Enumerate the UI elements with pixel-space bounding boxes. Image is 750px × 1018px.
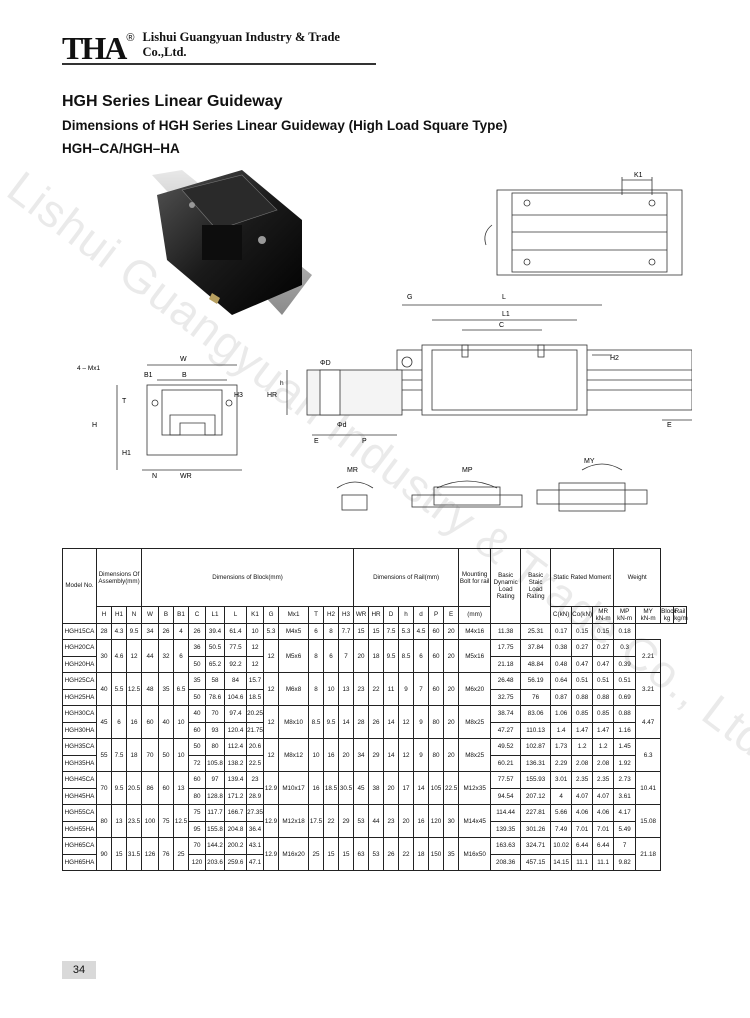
th-b1: B1 [173,606,190,624]
h1-label: H1 [122,450,131,457]
th-b: B [158,606,175,624]
th-c: C [188,606,207,624]
th-mx1: Mx1 [278,606,310,624]
col-weight: Weight [613,548,662,607]
company-logo: THA [62,30,127,66]
top-view-drawing [484,177,683,276]
col-dynamic: Basic Dynamic Load Rating [490,548,522,624]
th-c-kn: C(kN) [550,606,573,624]
product-photo [152,170,312,315]
phi-d-large-label: ΦD [320,360,331,367]
b-label: B [182,372,187,379]
header: THA ® Lishui Guangyuan Industry & Trade … [62,30,378,66]
wr-label: WR [180,473,192,480]
th-h2: H2 [323,606,340,624]
col-moment: Static Rated Moment [550,548,615,607]
moment-diagrams [336,463,648,512]
th-hr: HR [368,606,385,624]
k1-label: K1 [634,172,643,179]
registered-mark: ® [126,32,135,44]
h2-label: H2 [610,355,619,362]
th-h: H [96,606,112,624]
w-label: W [180,356,187,363]
phi-d-small-label: Φd [337,422,347,429]
h-label: H [92,422,97,429]
th-g: G [263,606,280,624]
mr-label: MR [347,467,358,474]
th-d-small: d [413,606,430,624]
col-rail: Dimensions of Rail(mm) [353,548,460,607]
col-static: Basic Staic Load Rating [520,548,552,624]
dimensions-table: Model No. Dimensions Of Assembly(mm) Dim… [62,548,688,871]
h-small-label: h [280,380,284,387]
technical-drawings: K1 G L L1 C H2 E W B1 B 4 – Mx1 T H3 H H… [77,170,692,512]
l1-label: L1 [502,311,510,318]
h3-label: H3 [234,392,243,399]
side-view-drawing [396,304,692,421]
th-k1: K1 [246,606,265,624]
hr-label: HR [267,392,277,399]
my-label: MY [584,458,595,465]
n-label: N [152,473,157,480]
th-e: E [443,606,460,624]
l-label: L [502,294,506,301]
t-label: T [122,398,127,405]
th-co-kn: Co(kN) [571,606,594,624]
th-w: W [141,606,160,624]
e2-label: E [667,422,672,429]
mp-label: MP [462,467,473,474]
th-bolt-unit: (mm) [458,606,492,624]
b1-label: B1 [144,372,153,379]
th-t: T [308,606,325,624]
page-number: 34 [62,961,96,979]
mx1-label: 4 – Mx1 [77,365,101,372]
th-d: D [383,606,400,624]
rail-section-drawing [286,369,403,436]
col-block: Dimensions of Block(mm) [141,548,355,607]
c-label: C [499,322,504,329]
th-h1: H1 [111,606,127,624]
e-label: E [314,438,319,445]
front-view-drawing [116,364,242,471]
company-name: Lishui Guangyuan Industry & Trade Co.,Lt… [142,30,340,59]
col-assembly: Dimensions Of Assembly(mm) [95,548,143,607]
th-n: N [125,606,143,624]
th-h3: H3 [338,606,355,624]
g-label: G [407,294,412,301]
page-subtitle: Dimensions of HGH Series Linear Guideway… [62,118,508,133]
th-p: P [428,606,445,624]
page-title: HGH Series Linear Guideway [62,93,283,110]
col-model: Model No. [62,548,97,624]
th-wr: WR [353,606,370,624]
th-l: L [224,606,248,624]
p-label: P [362,438,367,445]
col-bolt: Mounting Bolt for rail [458,548,492,607]
th-l1: L1 [205,606,226,624]
header-divider [62,63,376,65]
th-h-small: h [398,606,415,624]
model-series: HGH–CA/HGH–HA [62,141,180,156]
